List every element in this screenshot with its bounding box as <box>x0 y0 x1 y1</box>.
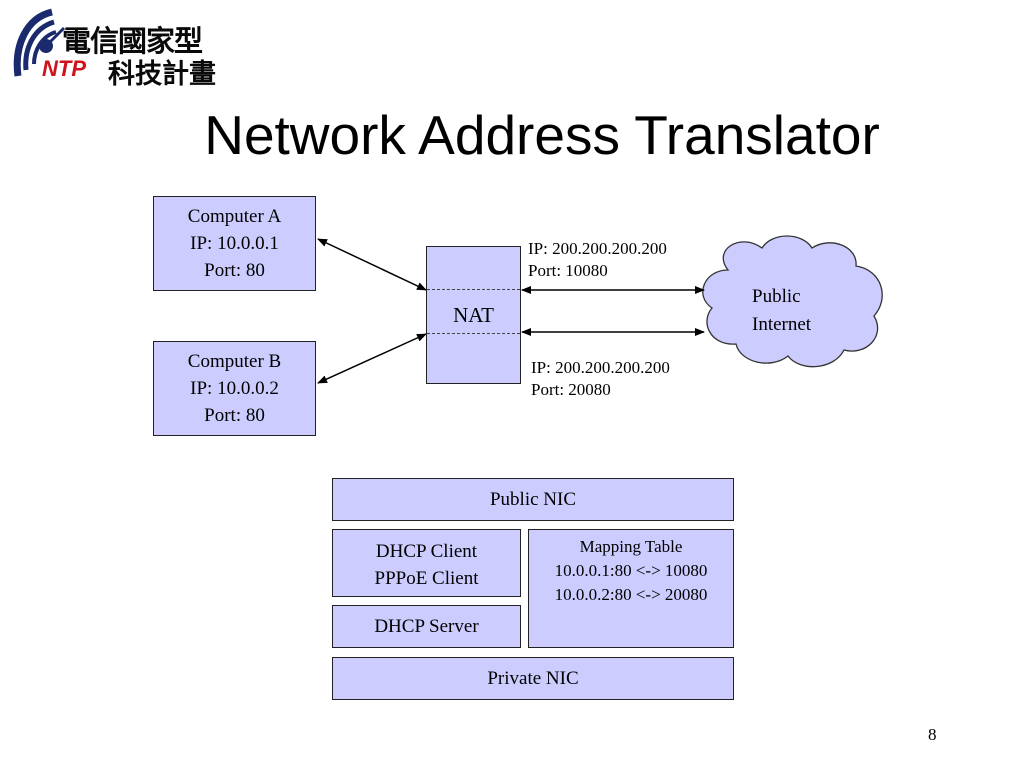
cloud-line-2: Internet <box>752 314 812 335</box>
link-b-nat <box>317 333 427 384</box>
computer-b-port: Port: 80 <box>204 405 265 426</box>
upper-link-label: IP: 200.200.200.200 Port: 10080 <box>528 238 667 282</box>
mapping-row-1: 10.0.0.1:80 <-> 10080 <box>554 561 708 580</box>
mapping-table-title: Mapping Table <box>579 537 683 556</box>
upper-link-ip: IP: 200.200.200.200 <box>528 239 667 258</box>
upper-link-port: Port: 10080 <box>528 261 608 280</box>
nat-box: NAT <box>426 246 521 384</box>
dhcp-client-box: DHCP Client PPPoE Client <box>332 529 521 597</box>
lower-link-label: IP: 200.200.200.200 Port: 20080 <box>531 357 670 401</box>
logo-ntp: NTP <box>42 56 86 81</box>
private-nic-box: Private NIC <box>332 657 734 700</box>
computer-b-name: Computer B <box>187 351 282 372</box>
page-number: 8 <box>928 725 937 744</box>
lower-link-port: Port: 20080 <box>531 380 611 399</box>
link-a-nat <box>317 238 427 291</box>
cloud-line-1: Public <box>752 286 801 307</box>
computer-a-name: Computer A <box>187 206 282 227</box>
mapping-table-box: Mapping Table 10.0.0.1:80 <-> 10080 10.0… <box>528 529 734 648</box>
dhcp-client-label: DHCP Client <box>375 541 478 562</box>
computer-a-box: Computer A IP: 10.0.0.1 Port: 80 <box>153 196 316 291</box>
ntp-logo: 電信國家型 NTP 科技計畫 <box>12 6 216 90</box>
internet-cloud-shape <box>702 235 883 368</box>
public-nic-box: Public NIC <box>332 478 734 521</box>
logo-line-1: 電信國家型 <box>62 24 203 58</box>
computer-a-port: Port: 80 <box>204 260 265 281</box>
computer-b-box: Computer B IP: 10.0.0.2 Port: 80 <box>153 341 316 436</box>
logo-line-2: 科技計畫 <box>108 59 216 90</box>
public-nic-label: Public NIC <box>489 489 577 510</box>
pppoe-client-label: PPPoE Client <box>374 568 479 589</box>
dhcp-server-box: DHCP Server <box>332 605 521 648</box>
dhcp-server-label: DHCP Server <box>374 616 479 637</box>
private-nic-label: Private NIC <box>487 668 579 689</box>
mapping-row-2: 10.0.0.2:80 <-> 20080 <box>554 585 708 604</box>
computer-a-ip: IP: 10.0.0.1 <box>190 233 279 254</box>
computer-b-ip: IP: 10.0.0.2 <box>190 378 279 399</box>
lower-link-ip: IP: 200.200.200.200 <box>531 358 670 377</box>
cloud-label: Public Internet <box>752 283 811 339</box>
satellite-dish-icon <box>13 8 66 77</box>
nat-label: NAT <box>453 303 494 327</box>
page-title: Network Address Translator <box>204 104 880 166</box>
